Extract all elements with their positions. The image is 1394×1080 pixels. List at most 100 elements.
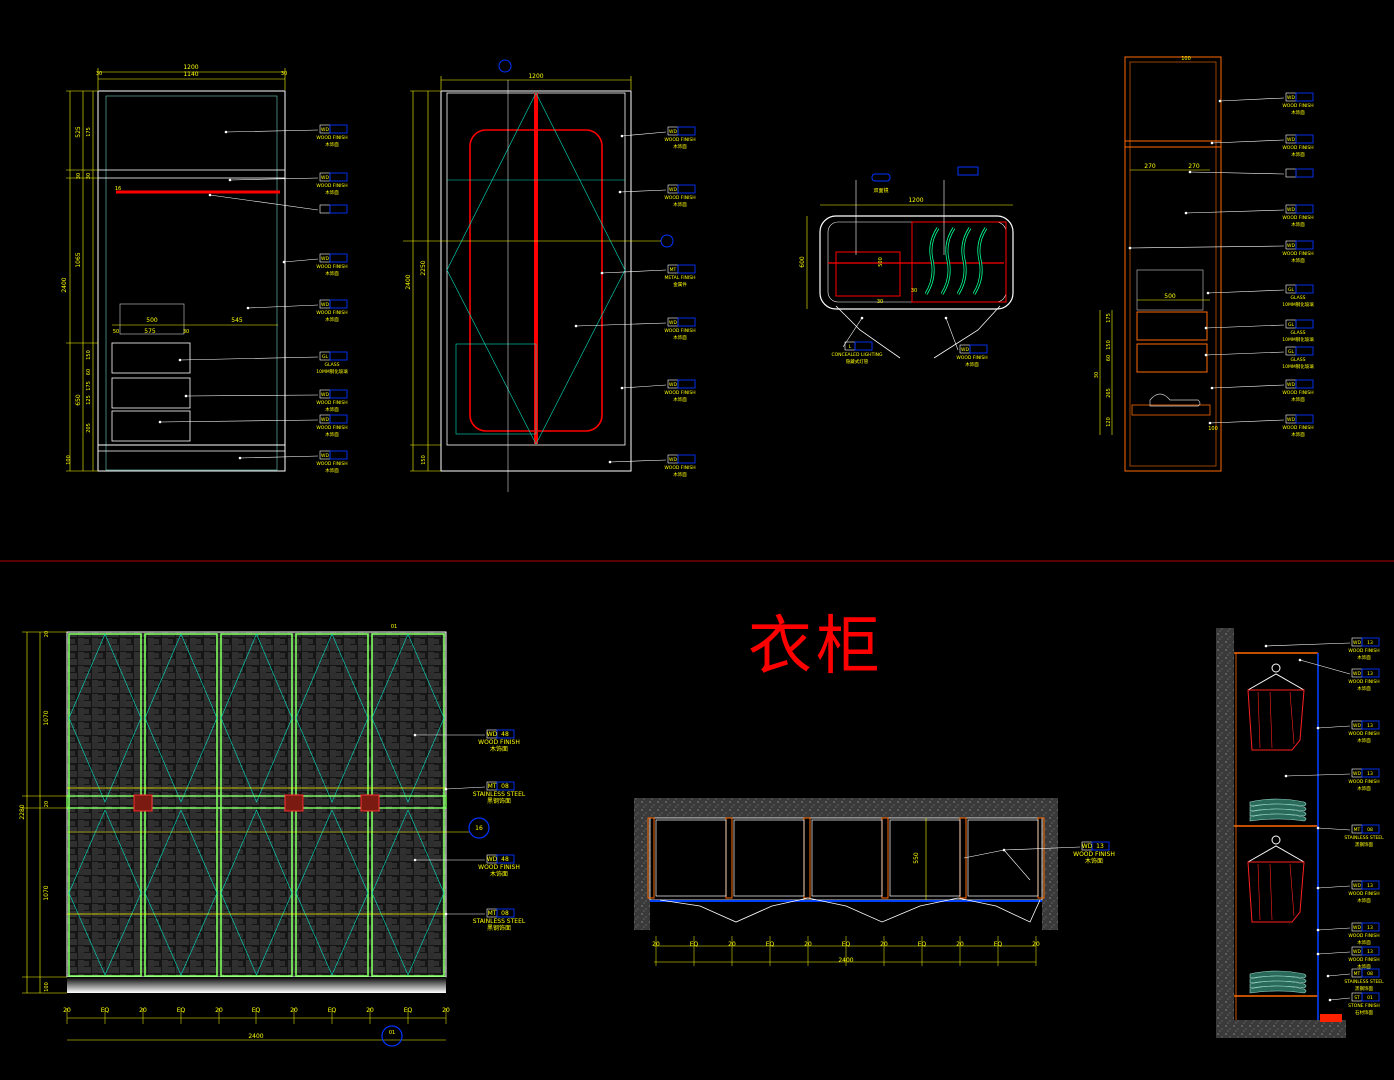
leader-line (159, 419, 319, 423)
section-2-clothing (1247, 663, 1307, 994)
tag-number-box (677, 454, 696, 464)
dimension-label: 175 (86, 381, 92, 391)
dimension-label: 100 (1181, 56, 1191, 62)
material-tag (208, 193, 348, 214)
tag-english: CONCEALED LIGHTING (832, 352, 884, 358)
panel-interior (655, 819, 727, 897)
dimension-label: 50 (113, 329, 119, 335)
tag-english: WOOD FINISH (1282, 145, 1313, 151)
tag-chinese: 木饰面 (325, 406, 339, 413)
tag-number-box (1361, 668, 1380, 678)
tag-number-box (1295, 414, 1314, 424)
leader-line (1265, 642, 1351, 647)
tag-number-box (329, 299, 348, 309)
tag-number: 01 (1367, 995, 1373, 1001)
drawing-title: 衣柜 (748, 610, 884, 684)
dimension-label: 500 (1164, 293, 1176, 300)
tag-chinese: 木饰面 (325, 270, 339, 277)
tag-number: 13 (1367, 925, 1373, 931)
door-diagonal (68, 633, 142, 803)
dimension-label: 175 (1106, 313, 1112, 323)
hanger-mark-inner (941, 227, 955, 295)
tag-english: WOOD FINISH (316, 310, 347, 316)
dimension-label: 20 (139, 1007, 147, 1014)
leader-line (1211, 384, 1285, 389)
dimension-label: 20 (366, 1007, 374, 1014)
dimension-label: 205 (86, 423, 92, 433)
tag-number: 13 (1367, 640, 1373, 646)
leader-dot (413, 858, 417, 862)
tag-code: WD (669, 320, 677, 326)
door-diagonal (144, 633, 218, 803)
tag-english: STONE FINISH (1348, 1003, 1380, 1009)
dimension-label: 16 (115, 186, 121, 192)
tag-chinese: 黑钢饰面 (1355, 985, 1373, 992)
hanger-hook (1271, 663, 1281, 673)
plan-1-wardrobe (819, 215, 1014, 359)
tag-code: MT (670, 267, 677, 273)
dimension-label: 150 (421, 455, 427, 465)
plan-1-hangers (924, 227, 988, 295)
dimension-label: 20 (442, 1007, 450, 1014)
leader-dot (1210, 386, 1214, 390)
dimension-label: 60 (86, 369, 92, 375)
leader-dot (1316, 726, 1320, 730)
tag-english: WOOD FINISH (1348, 648, 1379, 654)
dimension-label: 30 (877, 299, 883, 305)
dimension-label: 270 (1188, 163, 1200, 170)
tag-english: STAINLESS STEEL (1344, 979, 1384, 985)
tag-number-box (1295, 204, 1314, 214)
dimension-label: 30 (86, 173, 92, 179)
leader-line (609, 459, 667, 463)
tag-english: WOOD FINISH (664, 465, 695, 471)
leader-line (1219, 97, 1285, 102)
dimension-label: 20 (956, 941, 964, 948)
leader-dot (1184, 211, 1188, 215)
leader-dot (860, 316, 864, 320)
dimension-label: 175 (86, 127, 92, 137)
leader-dot (444, 787, 448, 791)
tag-code: WD (1353, 640, 1361, 646)
door-diagonal (295, 809, 369, 976)
dimension-label: 20 (652, 941, 660, 948)
section-marker (660, 234, 674, 248)
leader-dot (620, 386, 624, 390)
dimension-label: 2280 (19, 804, 26, 819)
dimension-label: 100 (1208, 426, 1218, 432)
tag-code: WD (487, 731, 498, 738)
tag-number-box (329, 253, 348, 263)
tag-english: STAINLESS STEEL (1344, 835, 1384, 841)
tag-code-box (1285, 168, 1297, 178)
tag-chinese: 木饰面 (673, 396, 687, 403)
tag-code: WD (669, 129, 677, 135)
folded-clothes (1249, 813, 1307, 822)
tag-chinese: 黑钢饰面 (487, 924, 511, 932)
tag-chinese: 木饰面 (490, 745, 508, 753)
panel-divider (725, 817, 733, 899)
tag-code: WD (961, 347, 969, 353)
leader-line (945, 317, 959, 351)
leader-line (283, 258, 319, 263)
leader-dot (246, 306, 250, 310)
tag-chinese: 木饰面 (490, 870, 508, 878)
leader-dot (184, 394, 188, 398)
tag-english: WOOD FINISH (1282, 215, 1313, 221)
leader-dot (944, 316, 948, 320)
leader-dot (574, 324, 578, 328)
